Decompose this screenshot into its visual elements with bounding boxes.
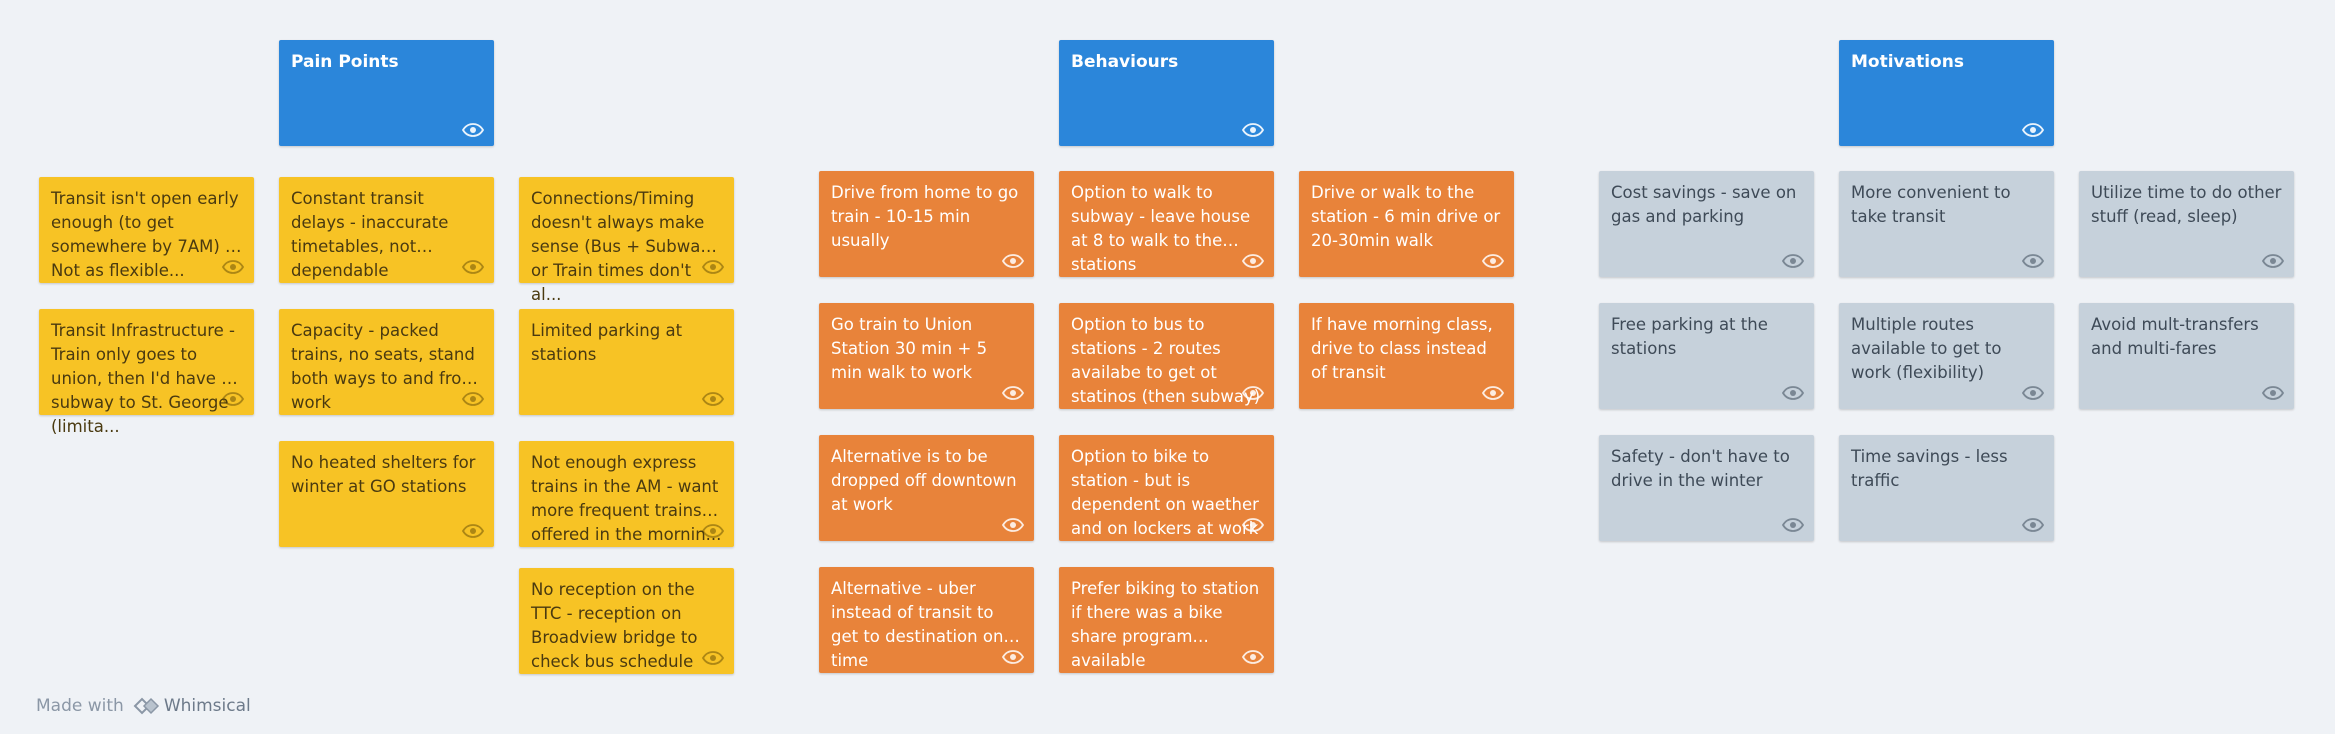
behaviour-card[interactable]: Option to bike to station - but is depen… <box>1059 435 1274 541</box>
eye-icon[interactable] <box>1481 386 1505 400</box>
eye-icon[interactable] <box>701 651 725 665</box>
motivation-card[interactable]: More convenient to take transit <box>1839 171 2054 277</box>
card-text: Utilize time to do other stuff (read, sl… <box>2091 183 2282 226</box>
pain-point-card[interactable]: No heated shelters for winter at GO stat… <box>279 441 494 547</box>
card-text: Drive or walk to the station - 6 min dri… <box>1311 183 1501 250</box>
behaviour-card[interactable]: Alternative - uber instead of transit to… <box>819 567 1034 673</box>
eye-icon[interactable] <box>2021 386 2045 400</box>
motivation-card[interactable]: Avoid mult-transfers and multi-fares <box>2079 303 2294 409</box>
eye-icon[interactable] <box>2261 386 2285 400</box>
eye-icon[interactable] <box>2261 254 2285 268</box>
motivation-card[interactable]: Cost savings - save on gas and parking <box>1599 171 1814 277</box>
card-text: Safety - don't have to drive in the wint… <box>1611 447 1790 490</box>
card-text: Prefer biking to station if there was a … <box>1071 579 1260 670</box>
card-text: No reception on the TTC - reception on B… <box>531 580 698 671</box>
eye-icon[interactable] <box>2021 518 2045 532</box>
eye-icon[interactable] <box>2021 254 2045 268</box>
eye-icon[interactable] <box>221 260 245 274</box>
card-text: If have morning class, drive to class in… <box>1311 315 1493 382</box>
header-title: Pain Points <box>291 52 399 72</box>
made-with-footer[interactable]: Made with Whimsical <box>36 694 251 718</box>
eye-icon[interactable] <box>701 392 725 406</box>
card-text: Cost savings - save on gas and parking <box>1611 183 1797 226</box>
pain-point-card[interactable]: Capacity - packed trains, no seats, stan… <box>279 309 494 415</box>
eye-icon[interactable] <box>1241 518 1265 532</box>
pain-point-card[interactable]: Transit Infrastructure - Train only goes… <box>39 309 254 436</box>
card-text: Option to walk to subway - leave house a… <box>1071 183 1251 274</box>
eye-icon[interactable] <box>1001 386 1025 400</box>
eye-icon[interactable] <box>1481 254 1505 268</box>
card-text: More convenient to take transit <box>1851 183 2011 226</box>
motivation-card[interactable]: Safety - don't have to drive in the wint… <box>1599 435 1814 541</box>
eye-icon[interactable] <box>1781 254 1805 268</box>
card-text: Alternative - uber instead of transit to… <box>831 579 1004 670</box>
whimsical-logo-icon <box>133 697 160 715</box>
eye-icon[interactable] <box>1001 518 1025 532</box>
motivation-card[interactable]: Utilize time to do other stuff (read, sl… <box>2079 171 2294 277</box>
card-text: Limited parking at stations <box>531 321 683 364</box>
pain-point-card[interactable]: No reception on the TTC - reception on B… <box>519 568 734 674</box>
card-text: Option to bike to station - but is depen… <box>1071 447 1259 538</box>
behaviour-card[interactable]: Go train to Union Station 30 min + 5 min… <box>819 303 1034 409</box>
card-text: Time savings - less traffic <box>1851 447 2008 490</box>
card-text: Transit isn't open early enough (to get … <box>51 189 239 280</box>
brand-name: Whimsical <box>163 696 251 716</box>
eye-icon[interactable] <box>1781 386 1805 400</box>
header-card-motivations[interactable]: Motivations <box>1839 40 2054 146</box>
card-text: Alternative is to be dropped off downtow… <box>831 447 1017 514</box>
made-with-label: Made with <box>36 696 124 716</box>
header-title: Motivations <box>1851 52 1964 72</box>
eye-icon[interactable] <box>461 260 485 274</box>
eye-icon[interactable] <box>1781 518 1805 532</box>
eye-icon[interactable] <box>1241 386 1265 400</box>
header-title: Behaviours <box>1071 52 1179 72</box>
eye-icon[interactable] <box>461 524 485 538</box>
behaviour-card[interactable]: Option to bus to stations - 2 routes ava… <box>1059 303 1274 409</box>
behaviour-card[interactable]: Prefer biking to station if there was a … <box>1059 567 1274 673</box>
card-text: Transit Infrastructure - Train only goes… <box>51 321 238 436</box>
eye-icon[interactable] <box>1241 254 1265 268</box>
card-text: Free parking at the stations <box>1611 315 1768 358</box>
pain-point-card[interactable]: Limited parking at stations <box>519 309 734 415</box>
motivation-card[interactable]: Free parking at the stations <box>1599 303 1814 409</box>
card-text: Go train to Union Station 30 min + 5 min… <box>831 315 988 382</box>
eye-icon[interactable] <box>1001 650 1025 664</box>
eye-icon[interactable] <box>461 392 485 406</box>
motivation-card[interactable]: Multiple routes available to get to work… <box>1839 303 2054 409</box>
pain-point-card[interactable]: Connections/Timing doesn't always make s… <box>519 177 734 304</box>
eye-icon[interactable] <box>1001 254 1025 268</box>
eye-icon[interactable] <box>701 524 725 538</box>
header-card-pain-points[interactable]: Pain Points <box>279 40 494 146</box>
eye-icon[interactable] <box>221 392 245 406</box>
card-text: No heated shelters for winter at GO stat… <box>291 453 476 496</box>
card-text: Not enough express trains in the AM - wa… <box>531 453 722 544</box>
eye-icon[interactable] <box>701 260 725 274</box>
behaviour-card[interactable]: Drive from home to go train - 10-15 min … <box>819 171 1034 277</box>
card-text: Capacity - packed trains, no seats, stan… <box>291 321 478 412</box>
header-card-behaviours[interactable]: Behaviours <box>1059 40 1274 146</box>
behaviour-card[interactable]: If have morning class, drive to class in… <box>1299 303 1514 409</box>
behaviour-card[interactable]: Alternative is to be dropped off downtow… <box>819 435 1034 541</box>
eye-icon[interactable] <box>1241 123 1265 137</box>
card-text: Connections/Timing doesn't always make s… <box>531 189 711 304</box>
card-text: Option to bus to stations - 2 routes ava… <box>1071 315 1261 406</box>
eye-icon[interactable] <box>2021 123 2045 137</box>
card-text: Drive from home to go train - 10-15 min … <box>831 183 1019 250</box>
eye-icon[interactable] <box>1241 650 1265 664</box>
motivation-card[interactable]: Time savings - less traffic <box>1839 435 2054 541</box>
behaviour-card[interactable]: Drive or walk to the station - 6 min dri… <box>1299 171 1514 277</box>
behaviour-card[interactable]: Option to walk to subway - leave house a… <box>1059 171 1274 277</box>
pain-point-card[interactable]: Not enough express trains in the AM - wa… <box>519 441 734 547</box>
eye-icon[interactable] <box>461 123 485 137</box>
pain-point-card[interactable]: Constant transit delays - inaccurate tim… <box>279 177 494 283</box>
card-text: Constant transit delays - inaccurate tim… <box>291 189 449 280</box>
pain-point-card[interactable]: Transit isn't open early enough (to get … <box>39 177 254 283</box>
card-text: Multiple routes available to get to work… <box>1851 315 2002 382</box>
card-text: Avoid mult-transfers and multi-fares <box>2091 315 2259 358</box>
